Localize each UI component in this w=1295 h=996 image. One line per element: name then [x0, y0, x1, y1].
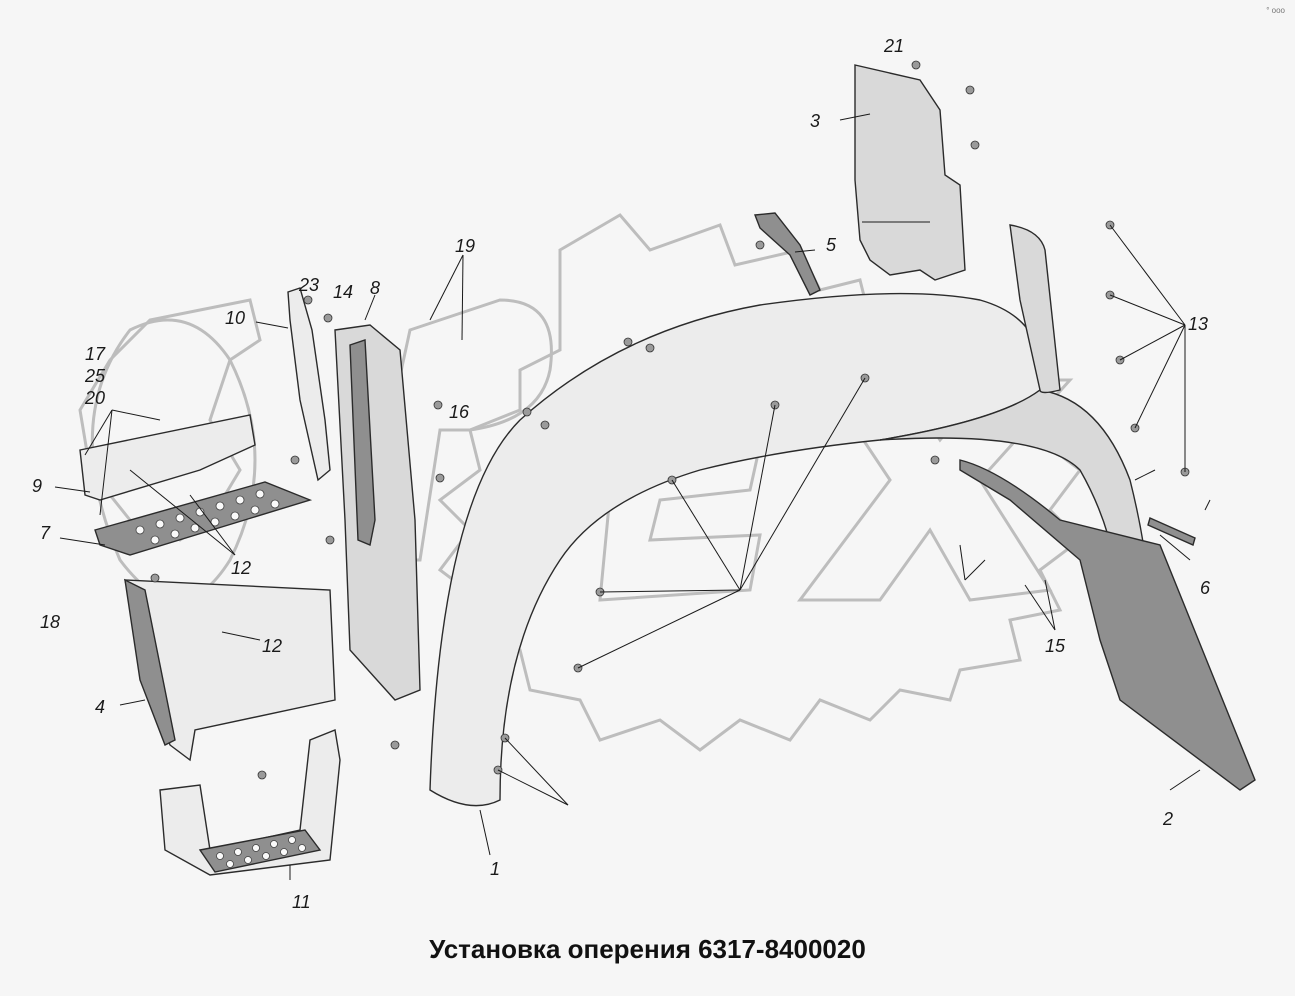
callout-23: 23 [298, 275, 319, 295]
part-6-strip [1147, 517, 1196, 546]
callout-18: 18 [40, 612, 60, 632]
callout-13: 13 [1188, 314, 1208, 334]
callout-12-b: 12 [262, 636, 282, 656]
corner-mark: ° ooo [1266, 6, 1285, 15]
callout-19: 19 [455, 236, 475, 256]
part-10-strap [287, 287, 331, 482]
callout-16: 16 [449, 402, 470, 422]
part-4-side-plate [124, 578, 336, 762]
callout-3: 3 [810, 111, 820, 131]
callout-labels: 1 2 3 4 5 6 7 8 9 10 11 12 12 13 14 15 1… [32, 36, 1211, 912]
part-8-vertical-bracket [334, 324, 421, 701]
part-9-upper-plate [79, 414, 256, 501]
callout-12-a: 12 [231, 558, 251, 578]
callout-9: 9 [32, 476, 42, 496]
callout-2: 2 [1162, 809, 1173, 829]
callout-21: 21 [883, 36, 904, 56]
callout-1: 1 [490, 859, 500, 879]
part-1-front-fender [429, 224, 1151, 807]
part-5-strap [754, 212, 821, 296]
callout-20: 20 [84, 388, 105, 408]
callout-25: 25 [84, 366, 106, 386]
leader-lines [54, 113, 1211, 880]
part-2-mud-flap [959, 459, 1256, 791]
callout-7: 7 [40, 523, 51, 543]
callout-4: 4 [95, 697, 105, 717]
callout-8: 8 [370, 278, 380, 298]
step-holes [135, 489, 280, 545]
callout-10: 10 [225, 308, 245, 328]
callout-5: 5 [826, 235, 837, 255]
callout-15: 15 [1045, 636, 1066, 656]
part-3-upper-bracket [854, 64, 966, 281]
callout-14: 14 [333, 282, 353, 302]
callout-11: 11 [292, 892, 311, 912]
callout-17: 17 [85, 344, 106, 364]
part-7-step [94, 481, 313, 556]
callout-6: 6 [1200, 578, 1211, 598]
part-11-lower-step [159, 729, 341, 876]
fasteners [150, 60, 1190, 780]
lower-step-holes [216, 836, 306, 868]
diagram-title: Установка оперения 6317-8400020 [429, 934, 866, 964]
